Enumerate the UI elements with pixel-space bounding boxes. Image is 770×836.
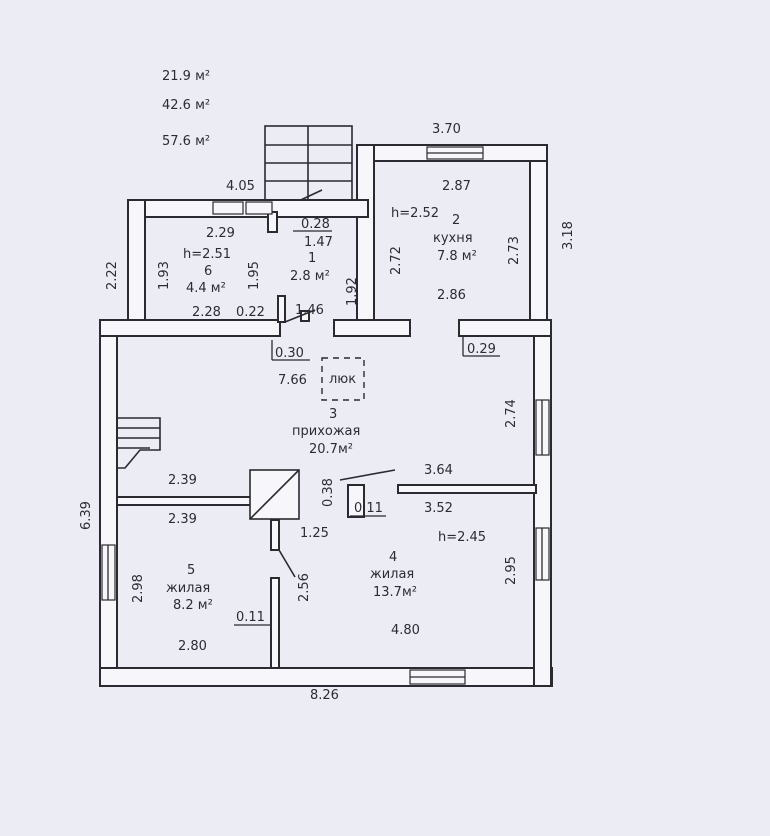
area-summary-2: 42.6 м² [162,98,210,113]
dim-2-86: 2.86 [437,288,466,303]
dim-0-29: 0.29 [467,342,496,357]
room-4-area: 13.7м² [373,585,417,600]
dim-0-11-b: 0.11 [236,610,265,625]
room-2-area: 7.8 м² [437,249,477,264]
dim-1-46: 1.46 [295,303,324,318]
dim-1-92: 1.92 [345,277,360,306]
room-5-name: жилая [166,581,210,596]
room-2-name: кухня [433,231,473,246]
dim-2-29: 2.29 [206,226,235,241]
dim-2-87: 2.87 [442,179,471,194]
room-3-name: прихожая [292,424,360,439]
dim-0-38: 0.38 [321,478,336,507]
dim-3-52: 3.52 [424,501,453,516]
windows [101,146,550,685]
room-6-area: 4.4 м² [186,281,226,296]
dimensions: 4.05 3.70 2.29 2.28 0.22 0.28 1.47 1.46 … [79,122,576,703]
dim-4-05: 4.05 [226,179,255,194]
room-1: 1 2.8 м² [290,251,330,284]
room-4-name: жилая [370,567,414,582]
dim-1-93: 1.93 [157,261,172,290]
door-swings [278,309,396,578]
dim-0-30: 0.30 [275,346,304,361]
room-6: h=2.51 6 4.4 м² [183,247,231,296]
dim-0-11-a: 0.11 [354,501,383,516]
room-1-number: 1 [308,251,316,266]
room-6-height: h=2.51 [183,247,231,262]
dim-2-28: 2.28 [192,305,221,320]
dim-3-64: 3.64 [424,463,453,478]
room-5: 5 жилая 8.2 м² [166,563,213,613]
room-3-number: 3 [329,407,337,422]
dim-3-18: 3.18 [561,221,576,250]
dim-1-47: 1.47 [304,235,333,250]
dim-6-39: 6.39 [79,501,94,530]
stove-block [249,469,300,520]
dim-8-26: 8.26 [310,688,339,703]
room-4: h=2.45 4 жилая 13.7м² [370,530,486,600]
dim-2-56: 2.56 [297,573,312,602]
dim-4-80: 4.80 [391,623,420,638]
room-6-number: 6 [204,264,212,279]
dim-2-95: 2.95 [504,556,519,585]
dim-2-73: 2.73 [507,236,522,265]
interior-stairs [117,417,161,469]
floor-hatch: люк [321,357,365,401]
area-summary-3: 57.6 м² [162,134,210,149]
dim-1-95: 1.95 [247,261,262,290]
hatch-label: люк [329,372,356,387]
area-summary: 21.9 м² 42.6 м² 57.6 м² [162,69,210,149]
room-5-area: 8.2 м² [173,598,213,613]
room-3-area: 20.7м² [309,442,353,457]
outdoor-stairs [264,125,353,206]
dim-0-28: 0.28 [301,217,330,232]
dim-2-74: 2.74 [504,399,519,428]
dim-2-98: 2.98 [131,574,146,603]
dim-0-22: 0.22 [236,305,265,320]
room-3: 3 прихожая 20.7м² [292,407,360,457]
area-summary-1: 21.9 м² [162,69,210,84]
room-4-height: h=2.45 [438,530,486,545]
room-2-number: 2 [452,213,460,228]
room-2-height: h=2.52 [391,206,439,221]
room-1-area: 2.8 м² [290,269,330,284]
dim-2-72: 2.72 [389,246,404,275]
dim-3-70: 3.70 [432,122,461,137]
dim-2-80: 2.80 [178,639,207,654]
dim-2-22: 2.22 [105,261,120,290]
dim-1-25: 1.25 [300,526,329,541]
room-5-number: 5 [187,563,195,578]
dim-2-39-a: 2.39 [168,473,197,488]
dim-7-66: 7.66 [278,373,307,388]
dim-2-39-b: 2.39 [168,512,197,527]
room-2: h=2.52 2 кухня 7.8 м² [391,206,477,264]
room-4-number: 4 [389,550,397,565]
